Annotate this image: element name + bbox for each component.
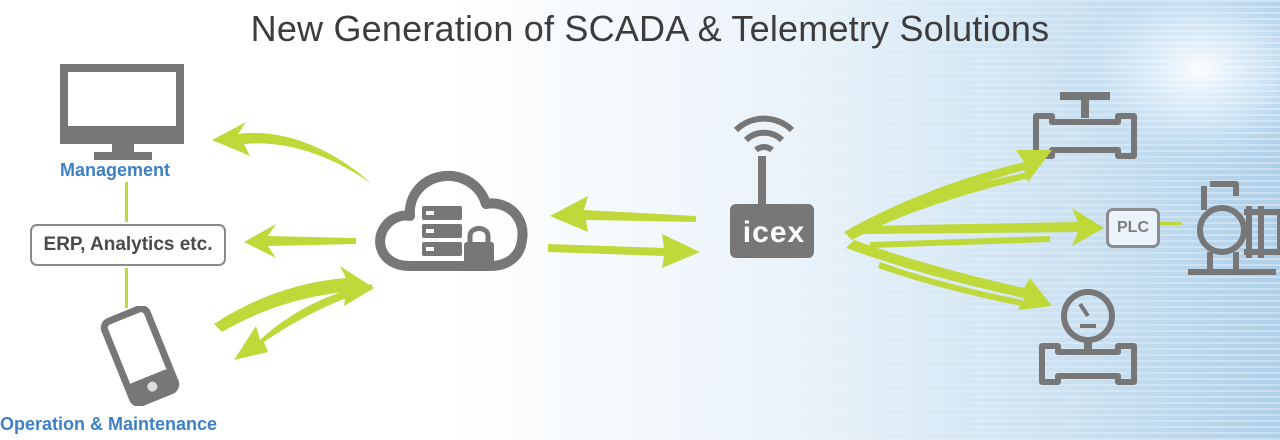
erp-analytics-box: ERP, Analytics etc. [30,224,226,266]
icex-label: icex [742,216,806,249]
arrow-cloud-to-router [548,234,700,268]
arrow-to-gauge [846,240,1052,310]
valve-icon [1033,92,1137,159]
connector-lines [125,182,128,308]
plc-connector [1160,222,1182,225]
operation-maintenance-label: Operation & Maintenance [0,414,218,434]
pump-motor-icon [1188,181,1280,275]
management-label: Management [60,160,171,180]
monitor-icon [60,64,184,160]
plc-box: PLC [1106,208,1160,248]
arrow-to-management [212,122,372,184]
cloud-server-lock-icon [375,170,528,271]
arrow-router-to-cloud [550,196,696,232]
pressure-gauge-icon [1039,289,1137,385]
page-title: New Generation of SCADA & Telemetry Solu… [250,8,1050,49]
arrow-from-phone [214,266,374,332]
arrow-to-plc [862,208,1104,246]
arrow-to-erp [244,224,356,258]
router-antenna-icon [730,115,814,258]
phone-icon [100,306,180,406]
